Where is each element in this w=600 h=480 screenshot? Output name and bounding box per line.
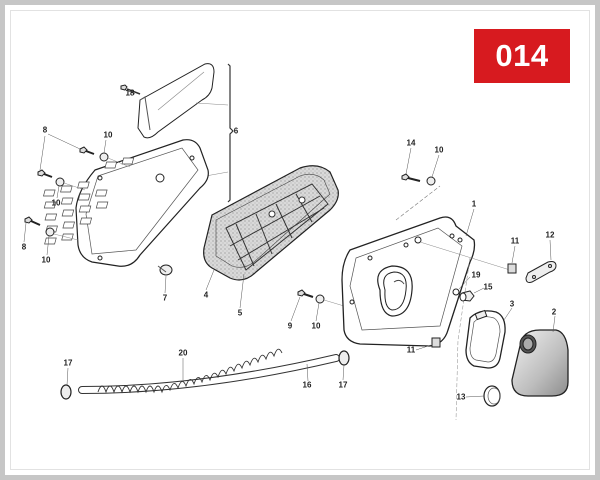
part-13-hose-clamp	[465, 385, 501, 407]
part-5-filter-grid	[205, 183, 329, 309]
part-callout-8: 8	[21, 242, 27, 252]
part-10-washer-e	[426, 154, 440, 186]
part-11-clip-a	[507, 245, 517, 274]
part-callout-7: 7	[162, 293, 168, 303]
part-callout-20: 20	[178, 348, 188, 358]
part-callout-2: 2	[551, 307, 557, 317]
part-callout-18: 18	[125, 88, 135, 98]
part-callout-17: 17	[63, 358, 73, 368]
part-15-fitting	[459, 287, 485, 302]
part-2-rubber-boot	[511, 315, 569, 397]
part-callout-14: 14	[406, 138, 416, 148]
part-callout-16: 16	[302, 380, 312, 390]
part-callout-5: 5	[237, 308, 243, 318]
part-callout-3: 3	[509, 299, 515, 309]
part-9-screw	[290, 289, 314, 322]
part-callout-15: 15	[483, 282, 493, 292]
page-number-badge: 014	[474, 29, 570, 83]
part-10-washer-b	[55, 177, 86, 199]
part-callout-6: 6	[233, 126, 239, 136]
part-16-hose	[78, 354, 340, 394]
part-18-screw	[120, 84, 141, 95]
frame-inner-border	[10, 10, 590, 470]
part-callout-12: 12	[545, 230, 555, 240]
part-callout-11: 11	[510, 236, 520, 246]
part-callout-8: 8	[42, 125, 48, 135]
part-19-o-ring	[452, 276, 471, 296]
part-17-clamp-a	[60, 367, 72, 400]
part-1-airbox-housing	[341, 185, 511, 421]
part-10-washer-a	[99, 139, 131, 168]
part-8-screw-c	[23, 216, 41, 243]
left-cover-plate	[43, 139, 209, 267]
part-7-plug	[157, 264, 173, 294]
part-10-washer-d	[315, 294, 345, 322]
part-8-screw-a	[47, 133, 95, 155]
part-callout-17: 17	[338, 380, 348, 390]
part-callout-10: 10	[103, 130, 113, 140]
part-callout-9: 9	[287, 321, 293, 331]
part-12-plate	[525, 239, 557, 283]
part-callout-19: 19	[471, 270, 481, 280]
part-10-washer-c	[45, 227, 79, 256]
part-callout-10: 10	[51, 198, 61, 208]
part-callout-13: 13	[456, 392, 466, 402]
part-6-intake-snorkel	[137, 63, 215, 139]
part-11-clip-b	[415, 337, 441, 351]
part-17-clamp-b	[338, 350, 350, 381]
part-callout-10: 10	[41, 255, 51, 265]
part-14-screw	[401, 147, 421, 182]
part-8-screw-b	[37, 135, 53, 178]
part-20-coil-spring	[97, 348, 283, 394]
part-callout-10: 10	[311, 321, 321, 331]
part-callout-11: 11	[406, 345, 416, 355]
part-callout-1: 1	[471, 199, 477, 209]
part-3-clamp-band	[465, 307, 513, 369]
part-callout-4: 4	[203, 290, 209, 300]
part-callout-10: 10	[434, 145, 444, 155]
